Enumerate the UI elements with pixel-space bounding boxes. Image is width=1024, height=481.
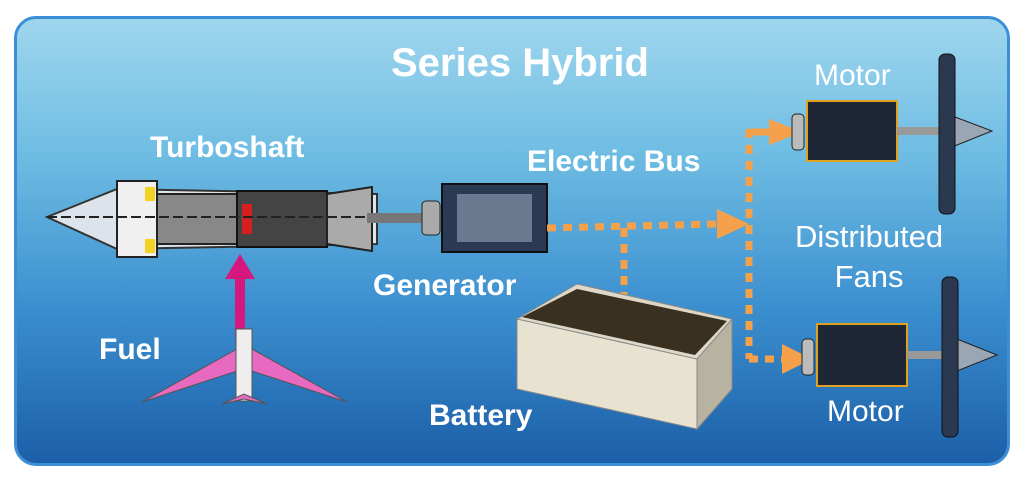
generator-label: Generator	[373, 269, 517, 302]
electric-bus-lines	[546, 129, 787, 363]
diagram-graphics	[44, 53, 999, 438]
bus-arrow-right	[717, 209, 749, 239]
motor-top-label: Motor	[814, 59, 891, 92]
bus-arrow-top-motor	[769, 119, 802, 145]
distributed-fans-label: Distributed Fans	[795, 219, 944, 294]
bottom-motor-fan	[801, 276, 999, 438]
generator	[367, 183, 548, 253]
battery	[516, 283, 733, 431]
turboshaft-engine	[44, 180, 437, 258]
top-motor-fan	[791, 53, 994, 215]
battery-label: Battery	[429, 399, 533, 432]
electric-bus-label: Electric Bus	[527, 145, 701, 178]
fuel-arrow	[225, 254, 255, 337]
diagram-title: Series Hybrid	[391, 41, 649, 85]
bus-arrow-bottom-motor	[782, 344, 812, 374]
diagram-panel: Series Hybrid Turboshaft Electric Bus Ge…	[14, 16, 1010, 466]
turboshaft-label: Turboshaft	[150, 131, 305, 164]
aircraft-icon	[141, 328, 348, 405]
motor-bottom-label: Motor	[827, 395, 904, 428]
fuel-label: Fuel	[99, 333, 161, 366]
